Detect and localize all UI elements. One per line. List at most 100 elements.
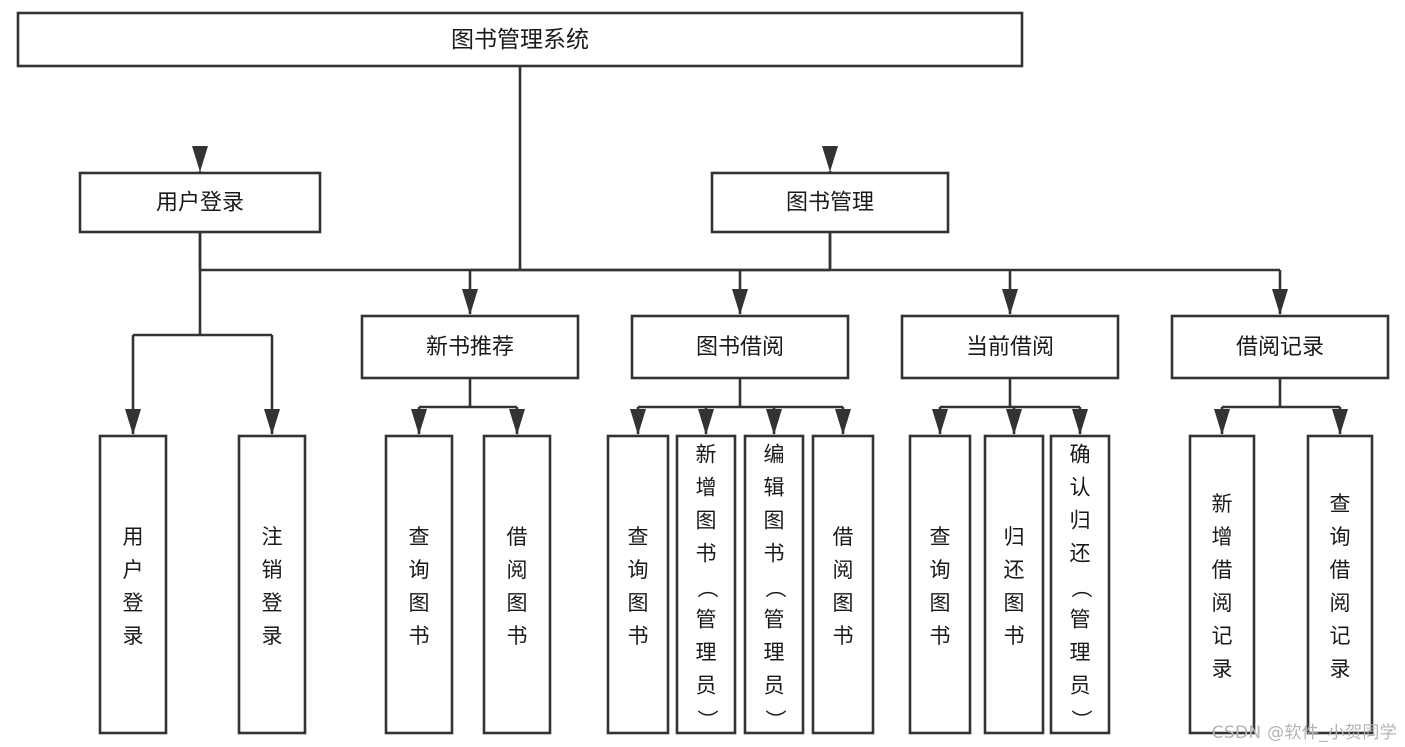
node-label-l-edit: 理	[764, 641, 785, 665]
node-label-l-add: 增	[696, 476, 717, 500]
node-login[interactable]: 用户登录	[78, 171, 322, 234]
node-label-l-query2: 图	[628, 591, 649, 615]
node-label-l-logout: 注	[262, 525, 283, 549]
node-box-l-return[interactable]	[983, 434, 1045, 735]
node-label-l-add: （	[695, 577, 719, 598]
node-box-l-borrow1[interactable]	[482, 434, 552, 735]
node-label-l-confirm: ）	[1069, 709, 1093, 730]
node-root[interactable]: 图书管理系统	[16, 11, 1024, 68]
node-label-l-query2: 询	[628, 558, 649, 582]
node-box-root[interactable]	[16, 11, 1024, 68]
node-box-current[interactable]	[900, 314, 1120, 380]
node-box-l-queryrec[interactable]	[1306, 434, 1374, 735]
node-box-l-edit[interactable]	[743, 434, 805, 735]
node-label-l-logout: 销	[262, 558, 283, 582]
node-box-l-add[interactable]	[675, 434, 737, 735]
node-label-l-confirm: 管	[1070, 608, 1091, 632]
node-box-bookmgmt[interactable]	[710, 171, 950, 234]
arrow-head-icon	[630, 409, 646, 435]
arrow-head-icon	[411, 409, 427, 435]
arrow-head-icon	[1332, 409, 1348, 435]
node-box-l-logout[interactable]	[237, 434, 307, 735]
node-l-login[interactable]: 用户登录	[98, 434, 168, 735]
node-label-l-query3: 书	[930, 624, 951, 648]
node-label-l-add: 员	[696, 674, 717, 698]
node-box-l-confirm[interactable]	[1049, 434, 1111, 735]
node-box-l-query1[interactable]	[384, 434, 454, 735]
node-label-l-queryrec: 询	[1330, 525, 1351, 549]
arrow-head-icon	[835, 409, 851, 435]
node-box-l-borrow2[interactable]	[811, 434, 875, 735]
arrow-head-icon	[1002, 289, 1018, 315]
edges-layer	[125, 66, 1348, 435]
node-label-l-query1: 查	[409, 525, 430, 549]
node-box-l-query2[interactable]	[606, 434, 670, 735]
arrow-head-icon	[932, 409, 948, 435]
node-label-l-confirm: 员	[1070, 674, 1091, 698]
node-label-l-edit: 辑	[764, 476, 785, 500]
arrow-head-icon	[125, 409, 141, 435]
node-box-borrow[interactable]	[630, 314, 850, 380]
node-label-l-edit: 图	[764, 509, 785, 533]
node-label-l-queryrec: 借	[1330, 558, 1351, 582]
node-label-l-return: 图	[1004, 591, 1025, 615]
node-label-l-addrec: 借	[1212, 558, 1233, 582]
node-label-l-queryrec: 记	[1330, 624, 1351, 648]
node-label-l-addrec: 录	[1212, 657, 1233, 681]
node-label-l-edit: 书	[764, 542, 785, 566]
node-newbook[interactable]: 新书推荐	[360, 314, 580, 380]
node-label-l-login: 户	[123, 558, 144, 582]
node-box-l-login[interactable]	[98, 434, 168, 735]
node-box-l-query3[interactable]	[908, 434, 972, 735]
arrow-head-icon	[766, 409, 782, 435]
node-label-l-borrow1: 借	[507, 525, 528, 549]
node-label-l-edit: 管	[764, 608, 785, 632]
node-label-login: 用户登录	[156, 191, 244, 216]
node-label-l-add: 理	[696, 641, 717, 665]
node-label-l-query1: 书	[409, 624, 430, 648]
node-label-l-query1: 图	[409, 591, 430, 615]
node-label-l-confirm: 归	[1070, 509, 1091, 533]
node-label-l-add: ）	[695, 709, 719, 730]
arrow-head-icon	[1006, 409, 1022, 435]
node-borrow[interactable]: 图书借阅	[630, 314, 850, 380]
node-label-l-edit: ）	[763, 709, 787, 730]
node-records[interactable]: 借阅记录	[1170, 314, 1390, 380]
node-box-newbook[interactable]	[360, 314, 580, 380]
csdn-watermark: CSDN @软件_小贺同学	[1211, 723, 1397, 743]
node-label-newbook: 新书推荐	[426, 335, 514, 360]
node-label-l-borrow1: 阅	[507, 558, 528, 582]
node-bookmgmt[interactable]: 图书管理	[710, 171, 950, 234]
arrow-head-icon	[462, 289, 478, 315]
node-label-l-query3: 询	[930, 558, 951, 582]
node-label-l-query2: 查	[628, 525, 649, 549]
node-current[interactable]: 当前借阅	[900, 314, 1120, 380]
arrow-head-icon	[822, 146, 838, 172]
node-label-l-login: 录	[123, 624, 144, 648]
node-label-l-add: 新	[696, 443, 717, 467]
node-label-l-addrec: 记	[1212, 624, 1233, 648]
node-box-records[interactable]	[1170, 314, 1390, 380]
node-box-l-addrec[interactable]	[1188, 434, 1256, 735]
node-box-login[interactable]	[78, 171, 322, 234]
node-label-l-queryrec: 录	[1330, 657, 1351, 681]
node-label-l-confirm: 确	[1070, 443, 1091, 467]
arrow-head-icon	[509, 409, 525, 435]
node-label-l-query2: 书	[628, 624, 649, 648]
node-label-l-return: 还	[1004, 558, 1025, 582]
node-label-current: 当前借阅	[966, 335, 1054, 360]
